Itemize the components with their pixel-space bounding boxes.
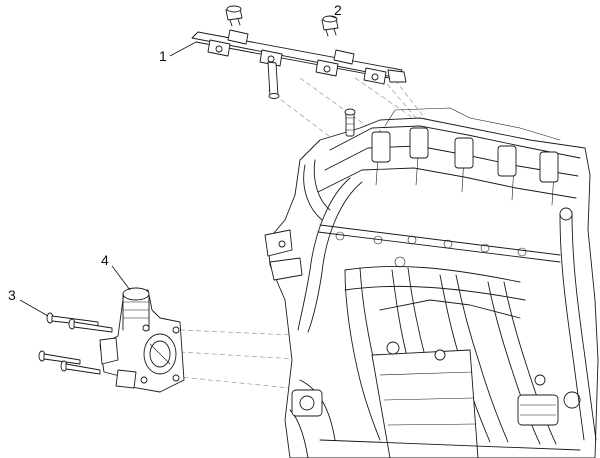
callout-2: 2: [334, 2, 342, 18]
bolt-3c: [38, 350, 81, 365]
ignition-coils: [371, 107, 561, 183]
callout-3: 3: [8, 287, 16, 303]
throttle-body: [99, 287, 185, 393]
callout-4: 4: [101, 252, 109, 268]
rail-bolts: [225, 5, 339, 37]
bolt-left: [225, 5, 243, 27]
bolt-right: [321, 15, 339, 37]
callout-1: 1: [159, 48, 167, 64]
bolt-3d: [60, 360, 101, 375]
injector-mounts: [207, 39, 387, 85]
engine-block: [264, 107, 599, 458]
spark-plug: [344, 108, 356, 137]
throttle-bolts: [38, 312, 113, 375]
fuel-rail: [191, 29, 407, 99]
bolt-3b: [68, 318, 113, 333]
leader-lines: [19, 15, 337, 317]
intake-manifold: [344, 265, 557, 458]
